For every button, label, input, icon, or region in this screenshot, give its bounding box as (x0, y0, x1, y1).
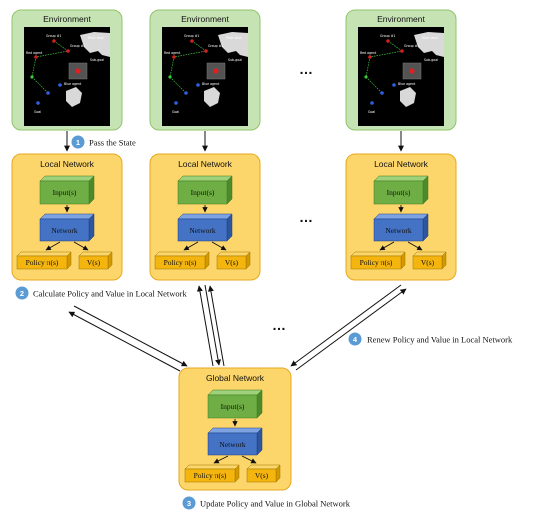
local-network-title: Local Network (40, 159, 95, 169)
svg-text:Policy π(s): Policy π(s) (26, 258, 59, 267)
environment-map: Main land Group #1 Group #2 Red agent Su… (24, 27, 110, 126)
environment-title: Environment (43, 14, 91, 24)
local-network-panel: Local Network Input(s) Network Policy π(… (11, 153, 123, 281)
svg-text:Policy π(s): Policy π(s) (194, 471, 227, 480)
svg-text:Red agent: Red agent (164, 51, 181, 55)
svg-text:2: 2 (20, 289, 24, 298)
step-badge: 2 (15, 286, 29, 300)
svg-text:Main land: Main land (226, 36, 242, 40)
svg-text:Goal: Goal (34, 110, 41, 114)
global-network-panel: Global Network Input(s) Network Policy π… (178, 367, 292, 491)
ellipsis: … (299, 61, 313, 77)
local-network-title: Local Network (178, 159, 233, 169)
policy-output-block: Policy π(s) (184, 464, 240, 483)
svg-text:Main land: Main land (422, 36, 438, 40)
sync-arrows-middle (196, 284, 225, 367)
svg-text:Red agent: Red agent (26, 51, 43, 55)
step-badge: 3 (182, 496, 196, 510)
svg-text:Main land: Main land (88, 36, 104, 40)
svg-text:Policy π(s): Policy π(s) (164, 258, 197, 267)
sync-arrows-right (290, 284, 407, 371)
svg-text:Group #2: Group #2 (404, 44, 419, 48)
svg-text:V(s): V(s) (255, 471, 269, 480)
svg-text:Blue agent: Blue agent (398, 82, 416, 86)
network-block: Network (373, 213, 429, 242)
network-block: Network (207, 427, 263, 456)
step-badge: 1 (71, 135, 85, 149)
svg-text:Sub-goal: Sub-goal (90, 58, 104, 62)
value-output-block: V(s) (246, 464, 281, 483)
svg-text:Goal: Goal (172, 110, 179, 114)
svg-text:Input(s): Input(s) (53, 188, 77, 197)
svg-text:Group #2: Group #2 (70, 44, 85, 48)
svg-text:Red agent: Red agent (360, 51, 377, 55)
svg-text:V(s): V(s) (225, 258, 239, 267)
policy-output-block: Policy π(s) (350, 251, 406, 270)
value-output-block: V(s) (412, 251, 447, 270)
step-label: Pass the State (89, 138, 136, 148)
environment-title: Environment (181, 14, 229, 24)
svg-text:Input(s): Input(s) (191, 188, 215, 197)
step-badge: 4 (348, 332, 362, 346)
svg-text:1: 1 (76, 138, 80, 147)
local-network-panel: Local Network Input(s) Network Policy π(… (149, 153, 261, 281)
environment-title: Environment (377, 14, 425, 24)
input-block: Input(s) (39, 175, 95, 205)
svg-text:Blue agent: Blue agent (64, 82, 82, 86)
svg-text:Group #1: Group #1 (380, 34, 395, 38)
step-label: Update Policy and Value in Global Networ… (200, 499, 351, 509)
svg-text:Network: Network (189, 226, 215, 235)
svg-text:V(s): V(s) (87, 258, 101, 267)
svg-text:Network: Network (51, 226, 77, 235)
value-output-block: V(s) (216, 251, 251, 270)
sync-arrows-left (68, 305, 188, 372)
local-network-panel: Local Network Input(s) Network Policy π(… (345, 153, 457, 281)
environment-panel: Environment Main land Group #1 Group #2 … (11, 9, 123, 131)
svg-text:Input(s): Input(s) (387, 188, 411, 197)
svg-text:Group #1: Group #1 (184, 34, 199, 38)
environment-map: Main land Group #1 Group #2 Red agent Su… (358, 27, 444, 126)
svg-text:V(s): V(s) (421, 258, 435, 267)
policy-output-block: Policy π(s) (16, 251, 72, 270)
svg-text:4: 4 (353, 335, 358, 344)
policy-output-block: Policy π(s) (154, 251, 210, 270)
svg-text:3: 3 (187, 499, 191, 508)
svg-text:Input(s): Input(s) (221, 402, 245, 411)
svg-text:Group #2: Group #2 (208, 44, 223, 48)
input-block: Input(s) (207, 389, 263, 419)
svg-text:Network: Network (219, 440, 245, 449)
svg-text:Blue agent: Blue agent (202, 82, 220, 86)
network-block: Network (39, 213, 95, 242)
step-label: Calculate Policy and Value in Local Netw… (33, 289, 187, 299)
svg-text:Network: Network (385, 226, 411, 235)
environment-panel: Environment Main land Group #1 Group #2 … (345, 9, 457, 131)
input-block: Input(s) (373, 175, 429, 205)
network-block: Network (177, 213, 233, 242)
ellipsis: … (272, 317, 286, 333)
svg-text:Sub-goal: Sub-goal (228, 58, 242, 62)
input-block: Input(s) (177, 175, 233, 205)
svg-text:Group #1: Group #1 (46, 34, 61, 38)
global-network-title: Global Network (206, 373, 265, 383)
ellipsis: … (299, 209, 313, 225)
step-label: Renew Policy and Value in Local Network (367, 335, 513, 345)
svg-text:Sub-goal: Sub-goal (424, 58, 438, 62)
value-output-block: V(s) (78, 251, 113, 270)
local-network-title: Local Network (374, 159, 429, 169)
environment-map: Main land Group #1 Group #2 Red agent Su… (162, 27, 248, 126)
environment-panel: Environment Main land Group #1 Group #2 … (149, 9, 261, 131)
svg-text:Goal: Goal (368, 110, 375, 114)
svg-text:Policy π(s): Policy π(s) (360, 258, 393, 267)
